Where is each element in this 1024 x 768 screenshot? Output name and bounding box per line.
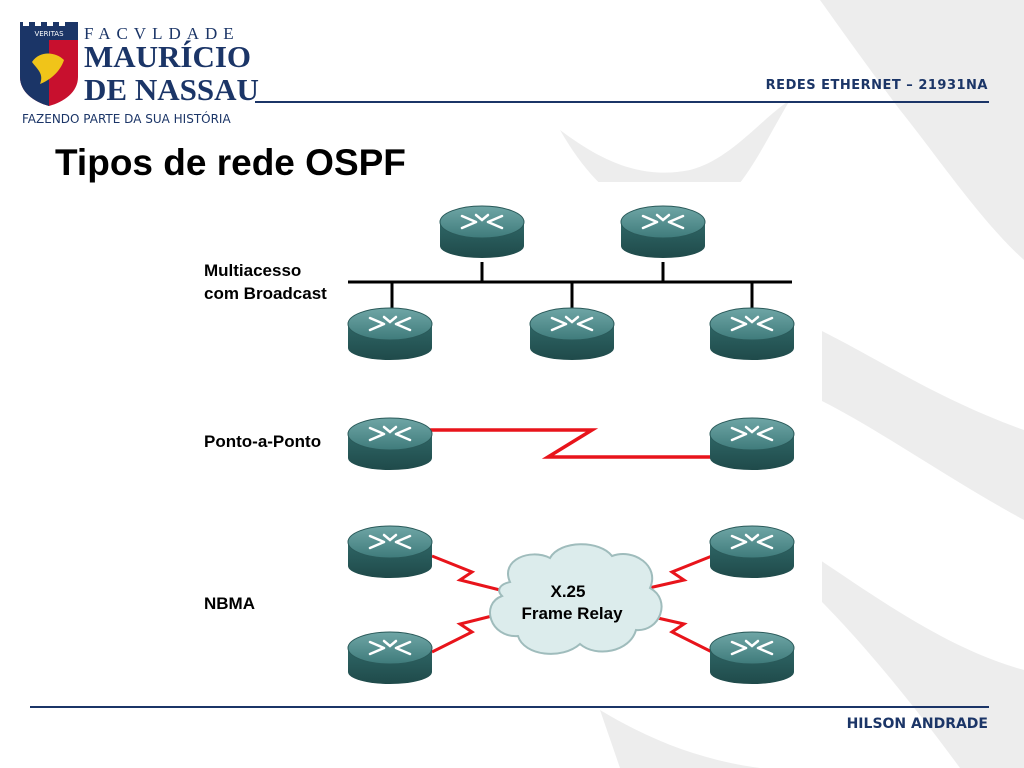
router-icon (528, 306, 616, 362)
logo-line-facvldade: FACVLDADE (84, 24, 240, 43)
frame-relay-cloud-icon (489, 543, 663, 655)
logo-tagline: FAZENDO PARTE DA SUA HISTÓRIA (22, 112, 231, 126)
label-multiaccess: Multiacesso (204, 261, 301, 280)
router-icon (346, 630, 434, 686)
svg-text:VERITAS: VERITAS (34, 30, 64, 38)
logo-line-mauricio: MAURÍCIO (84, 39, 252, 74)
label-with-broadcast: com Broadcast (204, 284, 327, 303)
header-divider (255, 101, 989, 103)
cloud-label-x25: X.25 (551, 582, 586, 601)
slide-title: Tipos de rede OSPF (55, 142, 406, 183)
router-icon (708, 416, 796, 472)
course-title: REDES ETHERNET – 21931NA (765, 78, 988, 93)
serial-link-zigzag (430, 428, 712, 459)
router-icon (346, 524, 434, 580)
cloud-label-frame-relay: Frame Relay (521, 604, 623, 623)
router-icon (708, 306, 796, 362)
author-name: HILSON ANDRADE (846, 716, 988, 732)
router-icon (438, 204, 526, 260)
router-icon (346, 416, 434, 472)
label-point-to-point: Ponto-a-Ponto (204, 432, 321, 451)
faculty-shield-logo: VERITAS (20, 22, 78, 106)
wan-link-zigzag (431, 554, 501, 592)
wan-link-zigzag (431, 612, 501, 654)
wan-link-zigzag (639, 554, 713, 592)
router-icon (708, 630, 796, 686)
label-nbma: NBMA (204, 594, 255, 613)
logo-line-de-nassau: DE NASSAU (84, 72, 259, 107)
router-icon (619, 204, 707, 260)
router-icon (346, 306, 434, 362)
wan-link-zigzag (639, 612, 713, 654)
footer-divider (30, 706, 989, 708)
router-icon (708, 524, 796, 580)
